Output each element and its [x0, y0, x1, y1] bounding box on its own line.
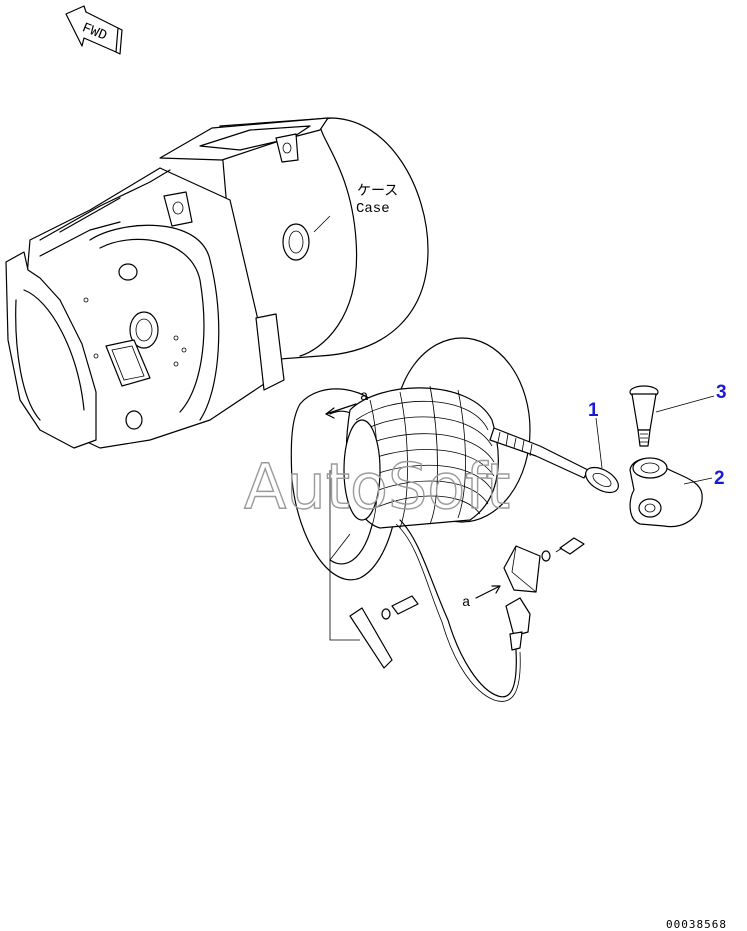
connector: [505, 597, 531, 651]
hose-clamp: [349, 607, 393, 669]
eye-terminal: [585, 466, 619, 494]
harness-coil-assembly: [290, 337, 589, 581]
case-label-en: Case: [356, 201, 390, 217]
callout-1: 1: [588, 400, 599, 421]
leader-1: [595, 417, 603, 469]
sensor-bracket: [503, 537, 585, 593]
leader-3: [655, 395, 715, 413]
case-label-jp: ケース: [357, 183, 398, 200]
wire-coil: [343, 385, 499, 529]
ref-a-upper: a: [360, 389, 368, 405]
leader-2: [683, 477, 713, 485]
bolt: [381, 595, 419, 620]
ref-a-lower: a: [462, 595, 470, 611]
callout-3: 3: [716, 382, 727, 403]
callout-2: 2: [714, 468, 725, 489]
fwd-arrow-icon: FWD: [65, 5, 123, 55]
drawing-code: 00038568: [666, 918, 727, 931]
clamp-bracket: [629, 457, 703, 528]
transmission-case: [5, 117, 429, 449]
screw: [629, 385, 659, 447]
watermark: AutoSoft: [244, 450, 510, 523]
harness-cable: [399, 519, 517, 698]
